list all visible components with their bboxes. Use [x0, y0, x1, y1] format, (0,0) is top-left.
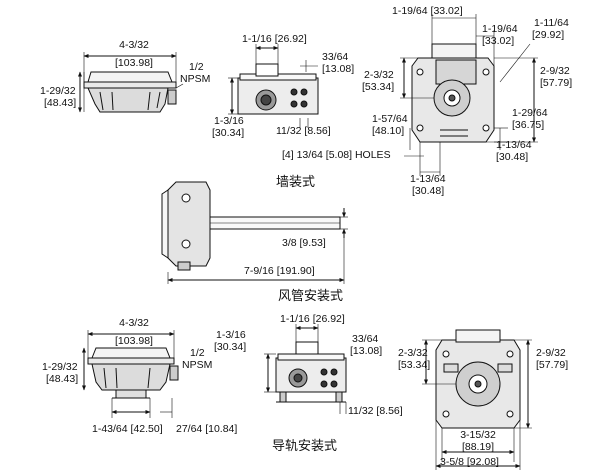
caption-rail-mount: 导轨安装式 — [272, 439, 338, 454]
rail-side-view — [82, 330, 179, 418]
dim-rail-conduit-thread: NPSM — [182, 359, 213, 371]
duct-mount-view — [161, 181, 348, 284]
wall-side-view — [78, 52, 184, 113]
dim-wall-front-offset-mm: [13.08] — [322, 63, 355, 75]
dim-rail-right-foot: 27/64 [10.84] — [176, 423, 238, 435]
dim-back-inner: 1-19/64 — [482, 23, 518, 35]
dim-back-right-height-mm: [57.79] — [540, 77, 573, 89]
dim-back-right: 1-11/64 — [534, 17, 569, 29]
dim-back-bottom-right-mm: [30.48] — [496, 151, 529, 163]
dim-rail-back-left-height-mm: [53.34] — [398, 359, 431, 371]
dim-back-top: 1-19/64 [33.02] — [392, 5, 463, 17]
dim-back-bottom: 1-13/64 — [410, 173, 446, 185]
caption-wall-mount: 墙装式 — [276, 175, 316, 190]
wall-back-view — [400, 14, 538, 176]
dim-wall-side-height-mm: [48.43] — [44, 97, 77, 109]
dim-rail-back-right-height: 2-9/32 — [536, 347, 566, 359]
dim-back-bottom-mm: [30.48] — [412, 185, 445, 197]
dim-duct-length: 7-9/16 [191.90] — [244, 265, 315, 277]
dim-rail-front-offset: 33/64 — [352, 333, 379, 345]
dim-rail-back-width-inner-mm: [88.19] — [461, 441, 495, 453]
dim-back-bottom-right: 1-13/64 — [496, 139, 532, 151]
dim-back-lower-left-mm: [48.10] — [372, 125, 405, 137]
wall-front-view — [228, 44, 319, 128]
caption-duct-mount: 风管安装式 — [278, 289, 344, 304]
dim-rail-front-height: 1-3/16 — [216, 329, 246, 341]
dim-back-left-height: 2-3/32 — [364, 69, 394, 81]
dim-wall-side-width: 4-3/32 — [119, 39, 149, 51]
dim-back-right-height: 2-9/32 — [540, 65, 570, 77]
dim-rail-side-height: 1-29/32 — [42, 361, 78, 373]
dim-back-lower-right-mm: [36.75] — [512, 119, 545, 131]
dim-rail-side-width: 4-3/32 — [119, 317, 149, 329]
dim-rail-back-left-height: 2-3/32 — [398, 347, 428, 359]
dim-rail-back-width-inner: 3-15/32 — [460, 429, 496, 441]
rail-back-view — [422, 329, 532, 470]
dim-rail-side-width-mm: [103.98] — [115, 335, 153, 347]
dim-back-left-height-mm: [53.34] — [362, 81, 395, 93]
dim-wall-front-small: 11/32 [8.56] — [276, 125, 331, 137]
dim-wall-conduit-thread: NPSM — [180, 73, 211, 85]
dim-wall-side-height: 1-29/32 — [40, 85, 76, 97]
dim-wall-front-height-mm: [30.34] — [212, 127, 245, 139]
rail-front-view — [264, 324, 347, 414]
dim-back-inner-mm: [33.02] — [482, 35, 515, 47]
dim-rail-conduit-size: 1/2 — [190, 347, 205, 359]
dim-rail-left-foot: 1-43/64 [42.50] — [92, 423, 163, 435]
dim-wall-side-width-mm: [103.98] — [115, 57, 153, 69]
dim-back-right-mm: [29.92] — [532, 29, 565, 41]
dim-wall-front-height: 1-3/16 — [214, 115, 244, 127]
dim-rail-back-width-outer: 3-5/8 [92.08] — [440, 456, 499, 468]
dim-rail-front-width: 1-1/16 [26.92] — [280, 313, 345, 325]
dim-rail-front-offset-mm: [13.08] — [350, 345, 383, 357]
dim-wall-front-offset: 33/64 — [322, 51, 349, 63]
dim-rail-front-small: 11/32 [8.56] — [348, 405, 403, 417]
dim-wall-front-width: 1-1/16 [26.92] — [242, 33, 307, 45]
dim-rail-back-right-height-mm: [57.79] — [536, 359, 569, 371]
dim-wall-conduit-size: 1/2 — [189, 61, 204, 73]
dim-back-lower-left: 1-57/64 — [372, 113, 408, 125]
dim-rail-side-height-mm: [48.43] — [46, 373, 79, 385]
dim-back-lower-right: 1-29/64 — [512, 107, 548, 119]
dim-duct-probe-diameter: 3/8 [9.53] — [282, 237, 326, 249]
dim-mounting-holes: [4] 13/64 [5.08] HOLES — [282, 149, 391, 161]
dim-rail-front-height-mm: [30.34] — [214, 341, 247, 353]
